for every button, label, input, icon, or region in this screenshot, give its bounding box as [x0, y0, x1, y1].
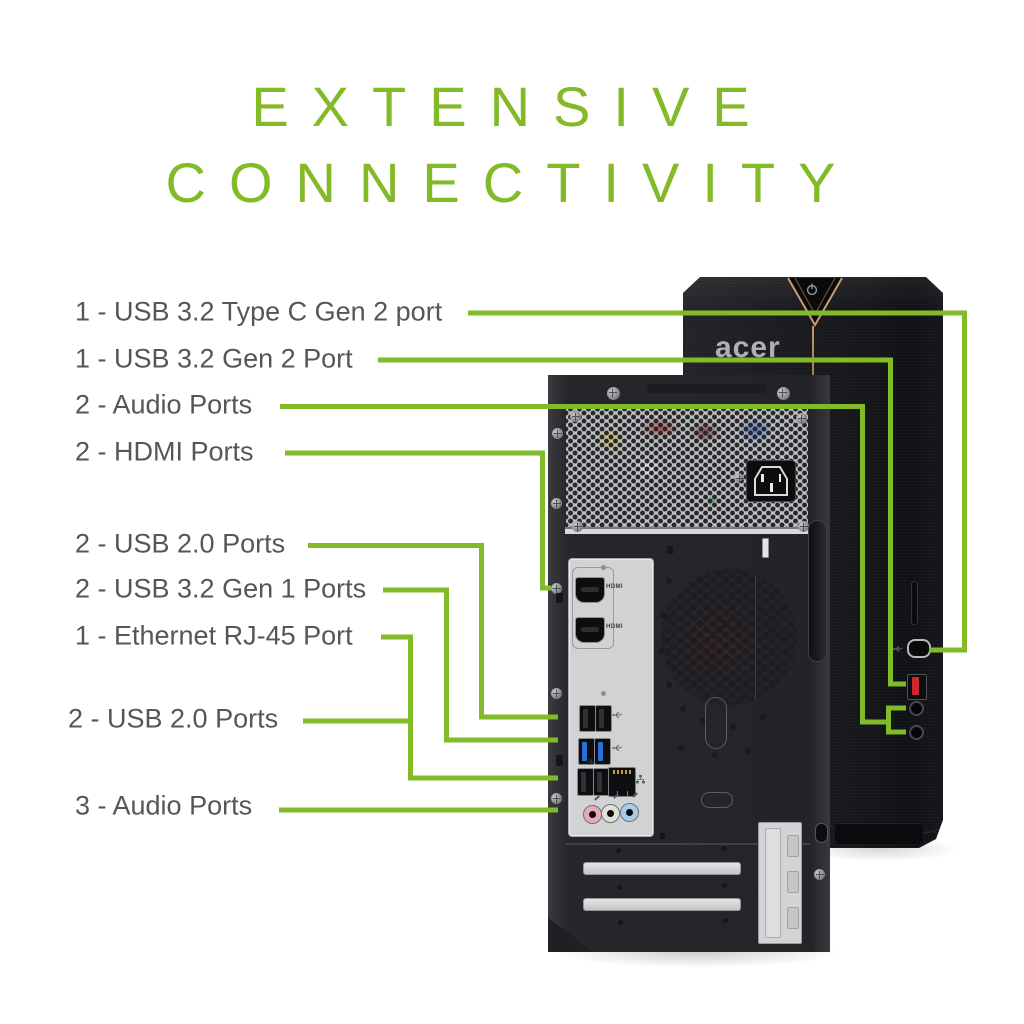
vent-hole [660, 612, 666, 618]
screw-hole [616, 848, 621, 853]
vent-hole [712, 752, 718, 758]
callout-line-ethernet [381, 634, 558, 781]
ethernet-icon [636, 775, 645, 784]
screw-hole [618, 920, 623, 925]
screw [551, 583, 562, 594]
top-recess [647, 384, 767, 393]
screw [814, 869, 825, 880]
usb-icon [585, 759, 596, 765]
callout-label-usb20-top: 2 - USB 2.0 Ports [75, 528, 286, 559]
vent-hole [658, 648, 664, 654]
stamped-stadium [701, 792, 733, 808]
vent-hole [666, 682, 672, 688]
io-shield: HDMI HDMI [568, 558, 654, 837]
screw-hole [723, 918, 728, 923]
callout-label-hdmi: 2 - HDMI Ports [75, 436, 254, 467]
screw [551, 498, 562, 509]
shield-screw [601, 691, 606, 696]
callout-line-hdmi [285, 450, 551, 591]
callout-line-front-audio-fork [886, 705, 906, 735]
title-line-2: CONNECTIVITY [165, 151, 859, 214]
callout-label-rear-audio: 3 - Audio Ports [75, 790, 253, 821]
slots-separator [565, 843, 810, 845]
stamped-slot [762, 538, 769, 558]
shield-screw [601, 565, 606, 570]
callout-line-usb-c [468, 310, 967, 653]
rear-hdmi-port-1[interactable] [575, 577, 605, 603]
callout-label-ethernet: 1 - Ethernet RJ-45 Port [75, 620, 353, 651]
callout-line-front-audio [280, 404, 886, 725]
callout-label-usb-c: 1 - USB 3.2 Type C Gen 2 port [75, 296, 443, 327]
screw [551, 688, 562, 699]
power-inlet-c14[interactable] [746, 460, 796, 502]
screw [798, 521, 809, 532]
rear-ethernet-rj45-port[interactable] [608, 767, 636, 797]
rear-tower-back-panel: HDMI HDMI [548, 375, 830, 952]
psu-seam [565, 527, 810, 534]
slot-bracket-rail [758, 822, 802, 944]
front-tower-base [835, 823, 923, 844]
hdmi-port-label: HDMI [606, 624, 623, 630]
vent-hole [660, 833, 665, 839]
screw [552, 428, 563, 439]
front-red-usb-port[interactable] [907, 674, 927, 700]
rear-usb32-gen1-port-2[interactable] [594, 738, 611, 765]
vent-hole [730, 724, 736, 730]
rear-fan-grille [661, 569, 797, 705]
screw [796, 413, 807, 424]
panel-seam [755, 575, 756, 700]
rear-audio-jack-lime[interactable] [601, 804, 620, 823]
hdmi-port-label: HDMI [606, 584, 623, 590]
rear-audio-jack-blue[interactable] [620, 803, 639, 822]
callout-label-usb32-gen1: 2 - USB 3.2 Gen 1 Ports [75, 573, 367, 604]
vent-hole [760, 714, 766, 720]
vent-hole [700, 718, 706, 724]
rear-usb20-port-2[interactable] [595, 705, 612, 732]
callout-line-usb20-top [308, 543, 558, 720]
screw-hole [722, 883, 727, 888]
frame-slot [556, 593, 563, 603]
hdmi-group-outline [572, 567, 614, 649]
v-power-notch [787, 278, 843, 328]
front-audio-jack-2[interactable] [909, 725, 924, 740]
screw [570, 411, 581, 422]
callout-label-front-audio: 2 - Audio Ports [75, 389, 253, 420]
vent-hole [666, 578, 672, 584]
expansion-slot-cover-2 [583, 898, 741, 911]
title-line-1: EXTENSIVE [251, 75, 773, 138]
bottom-lip [565, 945, 810, 952]
callout-label-usb20-bottom: 2 - USB 2.0 Ports [68, 703, 279, 734]
rear-audio-jack-pink[interactable] [583, 805, 602, 824]
side-handle [808, 520, 827, 662]
screw [734, 473, 744, 483]
expansion-slot-cover-1 [583, 862, 741, 875]
screw-hole [722, 846, 727, 851]
screw-hole [617, 885, 622, 890]
callout-label-usb-gen2: 1 - USB 3.2 Gen 2 Port [75, 343, 353, 374]
screw [551, 793, 562, 804]
screw [607, 387, 620, 400]
vent-hole [680, 706, 686, 712]
front-panel-groove [911, 581, 918, 625]
screw [777, 387, 790, 400]
usb-icon [893, 645, 903, 653]
rear-hdmi-port-2[interactable] [575, 617, 605, 643]
vent-hole [678, 745, 684, 751]
vent-hole [667, 546, 673, 554]
vent-hole [745, 748, 751, 754]
front-audio-jack-1[interactable] [909, 701, 924, 716]
usb-icon [612, 712, 623, 718]
callout-line-usb32-gen1 [383, 587, 558, 743]
stamped-stadium [705, 697, 727, 749]
power-icon[interactable] [808, 284, 817, 295]
kensington-lock-slot [815, 823, 828, 843]
usb-icon [612, 745, 623, 751]
callout-line-usb-gen2 [378, 357, 906, 687]
frame-slot [556, 755, 563, 766]
screw [572, 521, 583, 532]
usb-red-tab [912, 677, 919, 695]
